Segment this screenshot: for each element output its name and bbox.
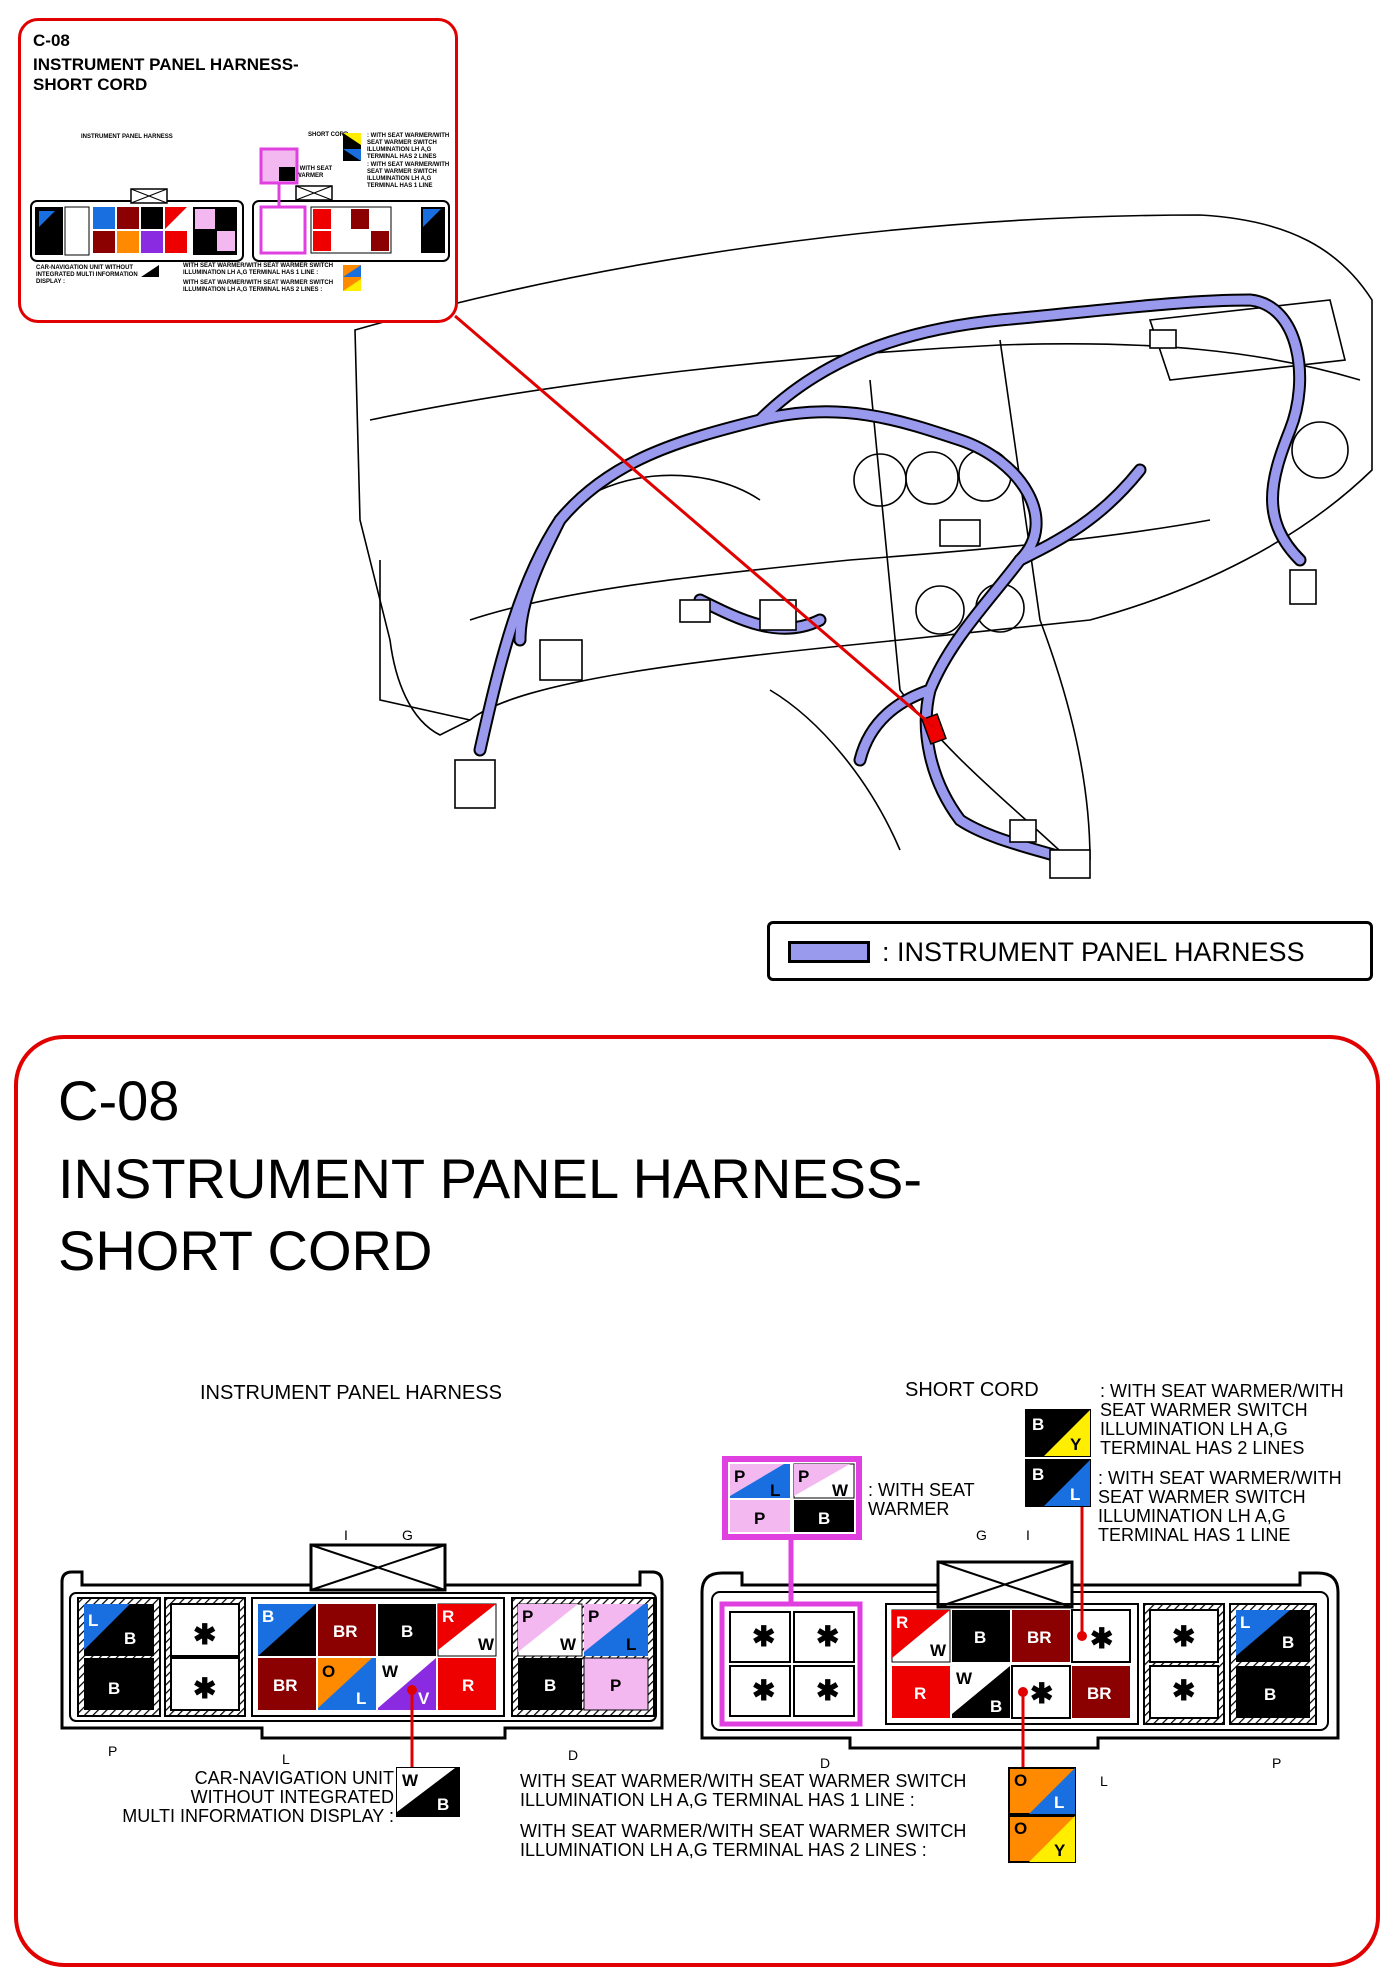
pin-label: P <box>754 1509 765 1528</box>
pin-label: B <box>108 1679 120 1698</box>
pin-label: B <box>544 1676 556 1695</box>
thumbnail-code: C-08 <box>33 31 70 50</box>
side-letter: I <box>344 1527 348 1543</box>
pin-star: ✱ <box>193 1619 216 1650</box>
pin-label: O <box>1014 1819 1027 1838</box>
instrument-panel-harness-label: INSTRUMENT PANEL HARNESS <box>200 1382 502 1404</box>
pin-label: P <box>734 1467 745 1486</box>
pin-star: ✱ <box>816 1621 839 1652</box>
pin-label: L <box>770 1481 780 1500</box>
pin-label: R <box>462 1676 474 1695</box>
pin-star: ✱ <box>1172 1621 1195 1652</box>
thumbnail-seat-warmer: : WITH SEAT WARMER <box>296 166 333 179</box>
pin-label: W <box>478 1635 495 1654</box>
pin-star: ✱ <box>1030 1678 1053 1709</box>
thumbnail-harness-label: INSTRUMENT PANEL HARNESS <box>81 134 173 140</box>
side-letter: P <box>108 1743 117 1759</box>
thumbnail-note-2lines: : WITH SEAT WARMER/WITH SEAT WARMER SWIT… <box>367 133 450 160</box>
pin-star: ✱ <box>816 1675 839 1706</box>
pin-label: B <box>1032 1415 1044 1434</box>
side-letter: I <box>1026 1527 1030 1543</box>
side-letter: D <box>820 1755 830 1771</box>
harness-legend-label: : INSTRUMENT PANEL HARNESS <box>882 937 1305 967</box>
pin-label: B <box>401 1622 413 1641</box>
pin-label: BR <box>1027 1628 1052 1647</box>
note-one-line: : WITH SEAT WARMER/WITH SEAT WARMER SWIT… <box>1098 1468 1342 1545</box>
side-letter: G <box>976 1527 987 1543</box>
thumbnail-car-nav: CAR-NAVIGATION UNIT WITHOUT INTEGRATED M… <box>36 265 138 285</box>
pin-label: O <box>322 1662 335 1681</box>
side-letter: L <box>1100 1773 1108 1789</box>
pin-star: ✱ <box>193 1673 216 1704</box>
pin-label: L <box>1240 1613 1250 1632</box>
short-cord-label: SHORT CORD <box>905 1379 1039 1401</box>
pin-label: L <box>88 1611 98 1630</box>
pin-label: B <box>262 1607 274 1626</box>
dashboard-harness-illustration <box>354 214 1373 879</box>
pin-label: L <box>295 1635 305 1654</box>
pin-label: B <box>1032 1465 1044 1484</box>
thumbnail-bottom-2lines: WITH SEAT WARMER/WITH SEAT WARMER SWITCH… <box>183 280 334 293</box>
side-letter: D <box>568 1747 578 1763</box>
bottom-note-one-line: WITH SEAT WARMER/WITH SEAT WARMER SWITCH… <box>520 1771 967 1810</box>
pin-label: L <box>1070 1485 1080 1504</box>
pin-label: W <box>382 1662 399 1681</box>
pin-label: P <box>798 1467 809 1486</box>
harness-legend-swatch <box>788 941 870 963</box>
right-connector <box>700 1409 1340 1863</box>
pin-star: ✱ <box>1172 1675 1195 1706</box>
side-letter: L <box>282 1751 290 1767</box>
pin-star: ✱ <box>752 1621 775 1652</box>
connector-code: C-08 <box>58 1069 180 1132</box>
pin-label: P <box>610 1676 621 1695</box>
pin-star: ✱ <box>1090 1623 1113 1654</box>
pin-label: B <box>818 1509 830 1528</box>
harness-legend: : INSTRUMENT PANEL HARNESS <box>767 921 1373 981</box>
pin-label: L <box>626 1635 636 1654</box>
pin-label: BR <box>273 1676 298 1695</box>
side-letter: P <box>1272 1755 1281 1771</box>
note-two-lines: : WITH SEAT WARMER/WITH SEAT WARMER SWIT… <box>1100 1381 1344 1458</box>
pin-label: O <box>1014 1771 1027 1790</box>
pin-label: V <box>418 1689 430 1708</box>
connector-detail-panel <box>14 1035 1380 1967</box>
pin-label: W <box>402 1771 419 1790</box>
pin-label: R <box>896 1613 908 1632</box>
pin-label: R <box>442 1607 454 1626</box>
pin-label: L <box>1054 1793 1064 1812</box>
pin-label: W <box>832 1481 849 1500</box>
pin-label: BR <box>1087 1684 1112 1703</box>
pin-label: Y <box>1054 1841 1066 1860</box>
car-navigation-note: CAR-NAVIGATION UNIT WITHOUT INTEGRATED M… <box>122 1768 394 1826</box>
pin-label: L <box>356 1689 366 1708</box>
pin-label: W <box>930 1641 947 1660</box>
pin-label: W <box>560 1635 577 1654</box>
pin-label: R <box>914 1684 926 1703</box>
thumbnail-bottom-1line: WITH SEAT WARMER/WITH SEAT WARMER SWITCH… <box>183 263 334 276</box>
bottom-note-two-lines: WITH SEAT WARMER/WITH SEAT WARMER SWITCH… <box>520 1821 967 1860</box>
pin-label: B <box>124 1629 136 1648</box>
pin-label: B <box>1282 1633 1294 1652</box>
pin-label: BR <box>333 1622 358 1641</box>
pin-label: B <box>437 1795 449 1814</box>
thumbnail-short-cord-label: SHORT CORD <box>308 132 349 138</box>
connector-title: INSTRUMENT PANEL HARNESS- SHORT CORD <box>58 1147 922 1282</box>
pin-star: ✱ <box>752 1675 775 1706</box>
pin-label: P <box>588 1607 599 1626</box>
side-letter: G <box>402 1527 413 1543</box>
thumbnail-note-1line: : WITH SEAT WARMER/WITH SEAT WARMER SWIT… <box>367 162 450 189</box>
pin-label: Y <box>1070 1435 1082 1454</box>
pin-label: P <box>522 1607 533 1626</box>
thumbnail-title: INSTRUMENT PANEL HARNESS- SHORT CORD <box>33 55 299 94</box>
pin-label: B <box>1264 1685 1276 1704</box>
pin-label: B <box>974 1628 986 1647</box>
pin-label: B <box>990 1697 1002 1716</box>
pin-label: W <box>956 1669 973 1688</box>
seat-warmer-note: : WITH SEAT WARMER <box>868 1480 975 1519</box>
thumbnail-callout: C-08 INSTRUMENT PANEL HARNESS- SHORT COR… <box>18 18 458 323</box>
thumbnail-connector-drawing <box>30 133 450 291</box>
left-connector <box>60 1543 664 1817</box>
